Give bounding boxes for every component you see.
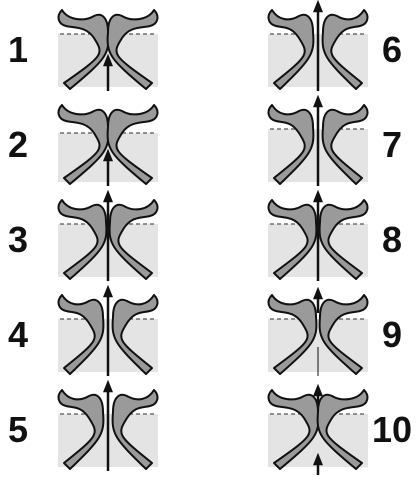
step-label: 10 [372,409,412,450]
step-label: 8 [382,219,402,260]
step-label: 9 [382,314,402,355]
step-panel-2: 2 [8,105,158,186]
step-label: 5 [8,409,28,450]
step-label: 1 [8,29,28,70]
step-panel-10: 10 [268,390,412,475]
step-label: 6 [382,29,402,70]
step-label: 2 [8,124,28,165]
step-panel-1: 1 [8,10,158,91]
step-panel-6: 6 [268,6,402,91]
step-label: 7 [382,124,402,165]
step-label: 3 [8,219,28,260]
step-panel-5: 5 [8,386,158,471]
step-panel-3: 3 [8,196,158,281]
step-label: 4 [8,314,28,355]
step-panel-9: 9 [268,293,402,376]
step-panel-4: 4 [8,291,158,376]
step-panel-8: 8 [268,196,402,281]
step-panel-7: 7 [268,101,402,186]
